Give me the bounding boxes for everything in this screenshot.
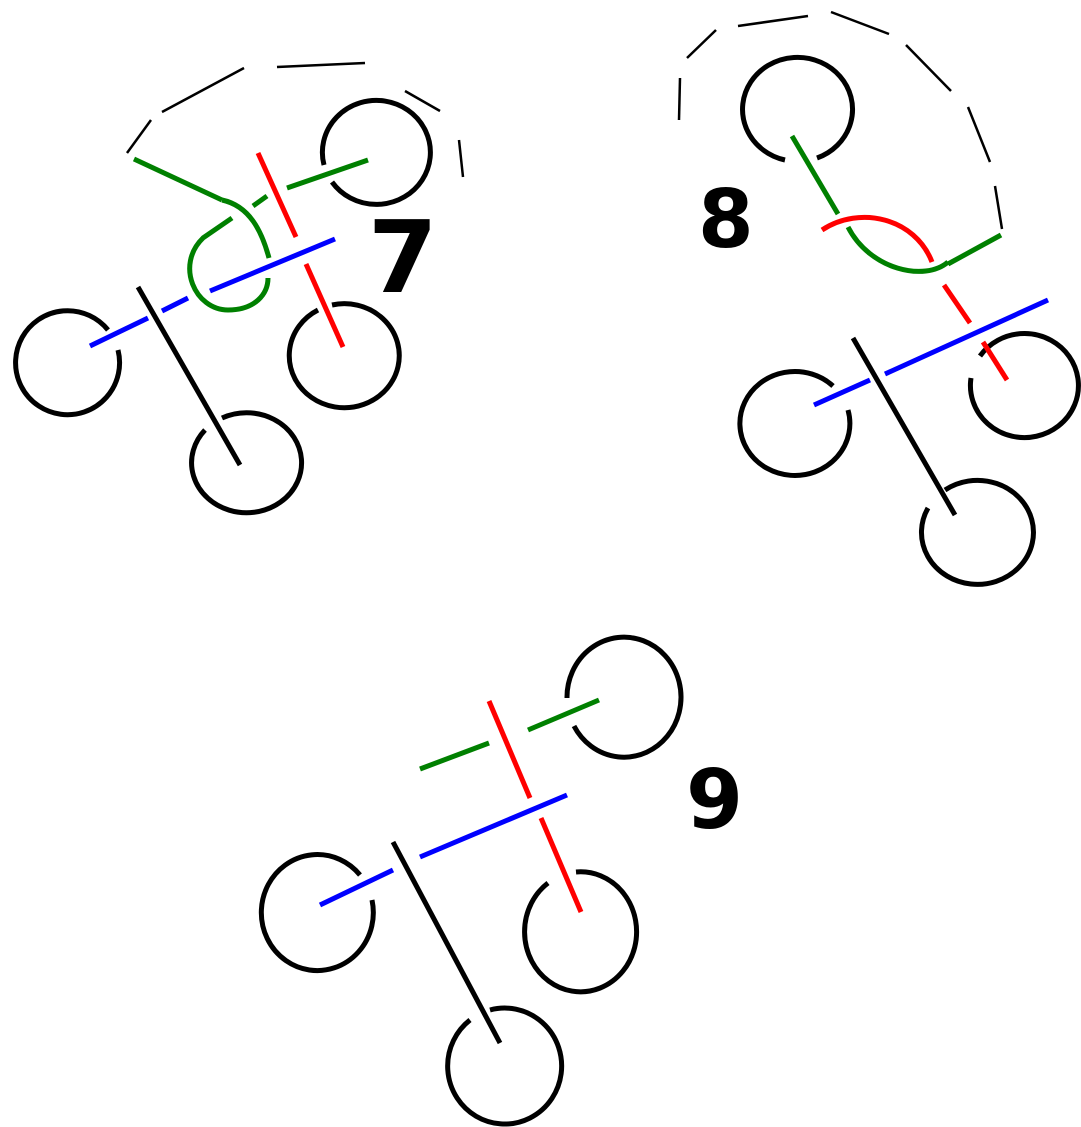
green-strand-a (419, 740, 490, 772)
loop-top (740, 54, 856, 163)
arrow (830, 10, 890, 36)
green-strand-b (946, 232, 1003, 267)
arrow (457, 139, 465, 178)
black-strand (135, 285, 243, 467)
red-strand-b (538, 817, 584, 913)
red-strand-b (303, 262, 346, 349)
arrow (161, 66, 245, 114)
figure-9-loops (258, 634, 684, 1127)
figure-number-8: 8 (698, 173, 754, 266)
loop-right (522, 869, 640, 995)
arrow (737, 14, 809, 28)
figure-number-7: 7 (368, 199, 438, 316)
arrow (905, 44, 952, 92)
figure-9 (258, 634, 684, 1127)
loop-bottom (189, 410, 305, 516)
loop-bottom (445, 1005, 565, 1127)
green-strand-c (286, 157, 369, 191)
blue-strand-b (883, 297, 1050, 377)
loop-bottom (919, 477, 1036, 587)
arrow (677, 77, 682, 121)
figure-8-loops (737, 54, 1081, 587)
loop-left (737, 368, 853, 478)
figure-7-strands (88, 151, 369, 467)
green-strand-a (132, 156, 224, 203)
figure-7 (13, 61, 465, 516)
loop-top (319, 97, 433, 207)
figure-8-arrows (677, 10, 1004, 230)
loop-left (13, 308, 123, 418)
figure-7-loops (13, 97, 433, 516)
black-strand (390, 840, 503, 1045)
figure-8-strands (789, 134, 1050, 517)
blue-strand-b (419, 792, 568, 860)
green-strand-a (789, 134, 841, 216)
green-loop-arc (221, 197, 272, 259)
black-strand (850, 336, 958, 517)
loop-right (286, 301, 402, 411)
loop-right (967, 331, 1081, 441)
figure-9-strands (318, 697, 600, 1045)
arrow (404, 89, 441, 113)
loop-top (564, 634, 684, 760)
figure-7-arrows (125, 61, 465, 178)
arrow (686, 29, 717, 59)
blue-strand-c (209, 236, 336, 294)
arrow (993, 185, 1004, 230)
blue-strand-b (160, 295, 190, 314)
red-curve (820, 215, 935, 263)
arrow (276, 61, 366, 69)
blue-strand-a (318, 867, 395, 908)
loop-left (258, 852, 376, 974)
green-curve (845, 225, 950, 274)
red-strand-a (486, 700, 533, 799)
green-strand-b (251, 193, 269, 209)
red-strand-a (255, 151, 299, 239)
arrow (966, 106, 992, 163)
green-strand-b (527, 697, 600, 733)
blue-strand-a (812, 377, 872, 408)
red-strand-b (980, 340, 1010, 382)
blue-strand-a (88, 315, 150, 349)
figure-8 (677, 10, 1081, 587)
red-strand-a (941, 283, 973, 325)
arrow (125, 119, 153, 154)
green-loop-lower (187, 215, 271, 313)
figure-number-9: 9 (686, 753, 744, 848)
